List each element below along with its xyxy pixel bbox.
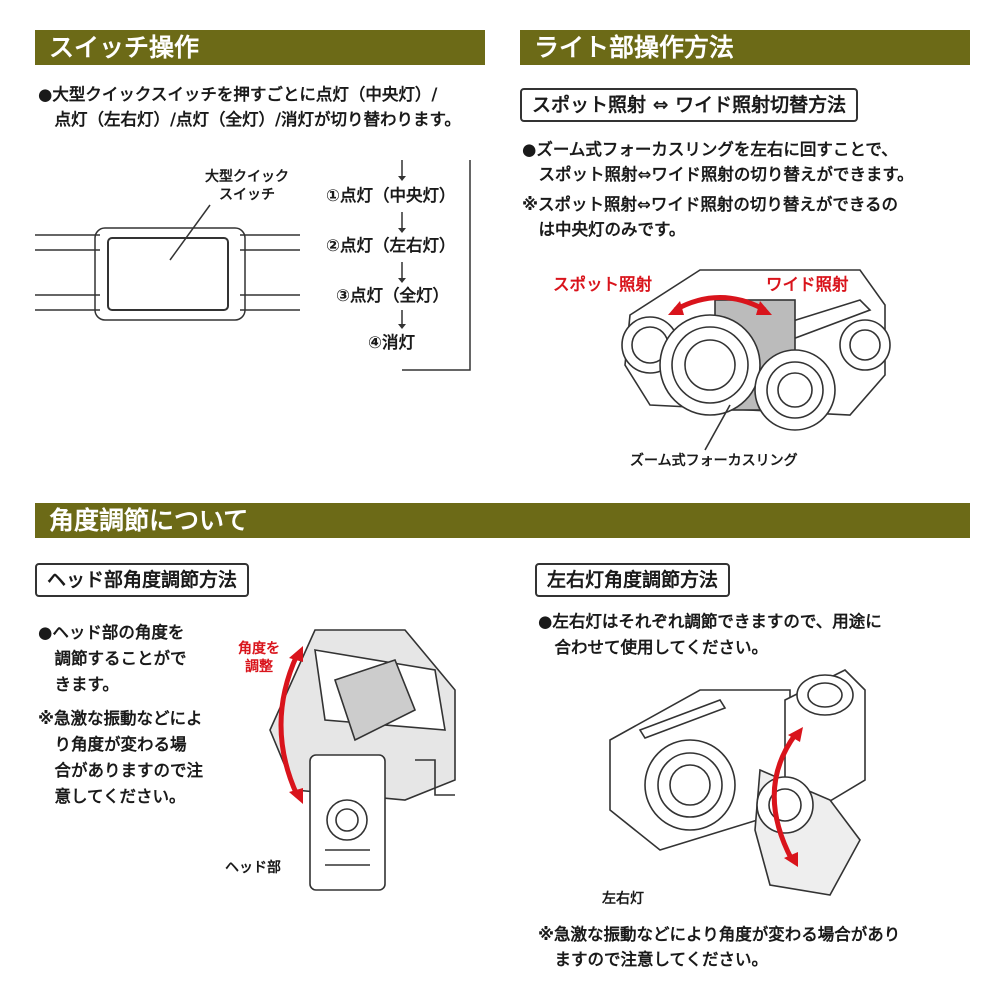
- side-text-1: ●左右灯はそれぞれ調節できますので、用途に: [538, 612, 882, 631]
- head-text-2: 調節することがで: [38, 649, 187, 668]
- switch-illustration: [35, 160, 471, 371]
- side-light-label: 左右灯: [602, 891, 644, 907]
- subheader-side-angle: 左右灯角度調節方法: [535, 563, 731, 597]
- head-note-3: 合がありますので注: [38, 761, 204, 780]
- switch-label-line: スイッチ: [219, 187, 275, 203]
- step-2: ②点灯（左右灯）: [326, 236, 456, 255]
- side-note-2: ますので注意してください。: [538, 950, 769, 969]
- section-header-light: ライト部操作方法: [520, 30, 970, 65]
- light-note-2: は中央灯のみです。: [522, 220, 686, 239]
- section-header-switch: スイッチ操作: [35, 30, 485, 65]
- side-light-illustration: [609, 669, 866, 896]
- head-note-4: 意してください。: [38, 787, 186, 806]
- subheader-spot-wide: スポット照射 ⇔ ワイド照射切替方法: [520, 88, 859, 122]
- focus-ring-label: ズーム式フォーカスリング: [630, 453, 798, 469]
- spot-label: スポット照射: [553, 275, 652, 294]
- head-text-1: ●ヘッド部の角度を: [38, 623, 185, 642]
- head-note-1: ※急激な振動などによ: [38, 709, 203, 728]
- section-header-angle: 角度調節について: [35, 503, 970, 538]
- head-label: ヘッド部: [225, 860, 281, 876]
- wide-label: ワイド照射: [766, 275, 849, 294]
- step-4: ④消灯: [368, 333, 415, 352]
- adjust-label-line: 角度を: [238, 641, 280, 657]
- head-text-3: きます。: [38, 675, 119, 694]
- headlamp-front-illustration: [621, 269, 891, 451]
- light-text-1: ●ズーム式フォーカスリングを左右に回すことで、: [522, 140, 898, 159]
- head-note-2: り角度が変わる場: [38, 735, 187, 754]
- switch-label: 大型クイックスイッチ: [205, 168, 289, 204]
- step-3: ③点灯（全灯）: [336, 286, 449, 305]
- light-text-2: スポット照射⇔ワイド照射の切り替えができます。: [522, 165, 914, 184]
- switch-label-line: 大型クイック: [205, 169, 289, 185]
- subheader-head-angle: ヘッド部角度調節方法: [35, 563, 250, 597]
- adjust-label-line: 調整: [245, 659, 273, 675]
- light-note-1: ※スポット照射⇔ワイド照射の切り替えができるの: [522, 195, 899, 214]
- side-note-1: ※急激な振動などにより角度が変わる場合があり: [538, 925, 901, 944]
- head-side-illustration: [269, 629, 456, 891]
- switch-text-2: 点灯（左右灯）/点灯（全灯）/消灯が切り替わります。: [38, 110, 461, 129]
- adjust-angle-label: 角度を調整: [238, 640, 280, 676]
- step-1: ①点灯（中央灯）: [326, 186, 456, 205]
- side-text-2: 合わせて使用してください。: [538, 638, 769, 657]
- switch-text-1: ●大型クイックスイッチを押すごとに点灯（中央灯）/: [38, 85, 438, 104]
